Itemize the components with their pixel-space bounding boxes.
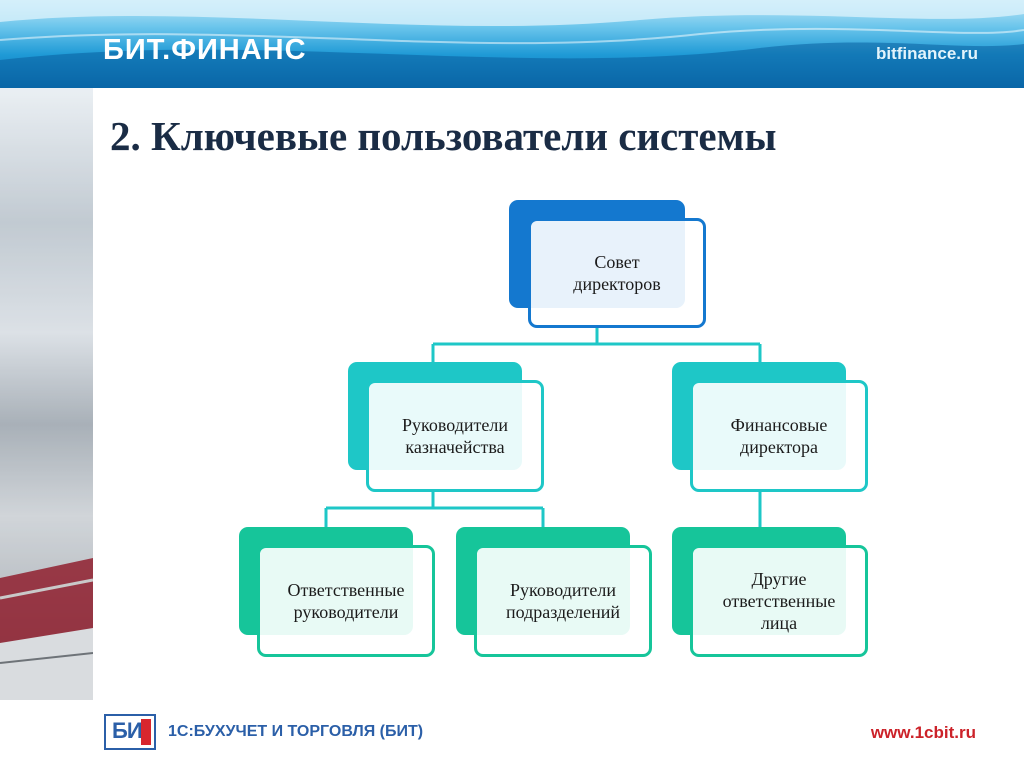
header-waves bbox=[0, 0, 1024, 88]
division-heads-node-front: Руководители подразделений bbox=[474, 545, 652, 657]
site-url: bitfinance.ru bbox=[875, 44, 978, 63]
other-responsible-node-front: Другие ответственные лица bbox=[690, 545, 868, 657]
responsible-managers-label: Ответственные руководители bbox=[287, 580, 405, 622]
bit-logo: БИ bbox=[104, 714, 156, 750]
finance-directors-label: Финансовые директора bbox=[730, 415, 828, 457]
finance-directors-node-front: Финансовые директора bbox=[690, 380, 868, 492]
slide-title: 2. Ключевые пользователи системы bbox=[110, 113, 777, 159]
left-decorative-photo bbox=[0, 88, 93, 700]
board-label: Совет директоров bbox=[573, 252, 661, 294]
treasury-heads-label: Руководители казначейства bbox=[402, 415, 508, 457]
footer: БИ 1С:БУХУЧЕТ И ТОРГОВЛЯ (БИТ) www.1cbit… bbox=[0, 700, 1024, 767]
bit-logo-text: БИ bbox=[112, 718, 143, 743]
division-heads-label: Руководители подразделений bbox=[505, 580, 621, 622]
bit-logo-red-mark bbox=[141, 719, 151, 745]
card-and-laptop-illustration bbox=[0, 88, 93, 700]
brand-logo-text: БИТ.ФИНАНС bbox=[103, 34, 307, 66]
other-responsible-label: Другие ответственные лица bbox=[722, 569, 836, 633]
treasury-heads-node-front: Руководители казначейства bbox=[366, 380, 544, 492]
board-node-front: Совет директоров bbox=[528, 218, 706, 328]
header-banner: БИТ.ФИНАНС bitfinance.ru bbox=[0, 0, 1024, 88]
company-name: 1С:БУХУЧЕТ И ТОРГОВЛЯ (БИТ) bbox=[168, 723, 424, 740]
footer-url: www.1cbit.ru bbox=[870, 723, 976, 742]
responsible-managers-node-front: Ответственные руководители bbox=[257, 545, 435, 657]
